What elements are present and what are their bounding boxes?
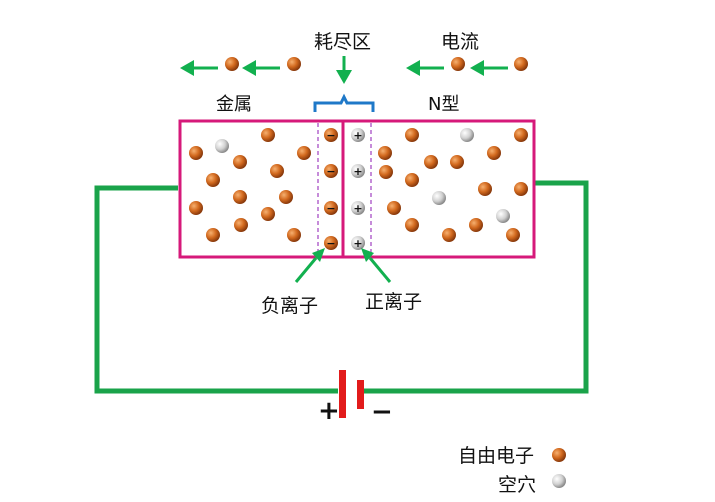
legend-free-electron-label: 自由电子 <box>458 445 534 467</box>
negative-ion <box>324 128 338 142</box>
electron-top-left-2 <box>287 57 301 71</box>
arrow-right-2-head <box>470 60 484 76</box>
electron <box>469 218 483 232</box>
depletion-arrow-head <box>336 70 352 84</box>
negative-ion-label: 负离子 <box>261 295 318 317</box>
electron <box>189 201 203 215</box>
left-current-arrows <box>180 60 280 76</box>
electron <box>424 155 438 169</box>
positive-ion-sign: + <box>353 237 362 250</box>
electron <box>379 165 393 179</box>
n-type-carriers <box>378 128 528 242</box>
legend-hole-label: 空穴 <box>498 474 536 496</box>
electron <box>270 164 284 178</box>
negative-ion <box>324 201 338 215</box>
right-current-arrows <box>406 60 508 76</box>
positive-ion <box>351 128 365 142</box>
electron <box>514 182 528 196</box>
negative-ion-sign: − <box>326 237 335 250</box>
n-type-label: N型 <box>428 94 459 115</box>
depletion-bracket <box>313 93 375 112</box>
battery-short-plate <box>357 380 364 409</box>
legend: 自由电子 空穴 <box>458 445 566 496</box>
electron <box>297 146 311 160</box>
battery-plus-label: + <box>318 396 340 426</box>
electron <box>405 128 419 142</box>
electron <box>206 228 220 242</box>
electron-top-right-1 <box>451 57 465 71</box>
electron <box>487 146 501 160</box>
positive-ion-sign: + <box>353 165 362 178</box>
electron <box>378 146 392 160</box>
electron <box>405 173 419 187</box>
positive-ion <box>351 201 365 215</box>
arrow-right-1-head <box>406 60 420 76</box>
electron <box>405 218 419 232</box>
positive-ion-label: 正离子 <box>365 291 422 313</box>
negative-ion <box>324 236 338 250</box>
electron-top-right-2 <box>514 57 528 71</box>
positive-ion-pointer-head <box>361 248 374 262</box>
hole <box>432 191 446 205</box>
battery-minus-label: − <box>371 397 393 427</box>
hole <box>460 128 474 142</box>
electron <box>261 207 275 221</box>
electron <box>233 155 247 169</box>
positive-ion <box>351 236 365 250</box>
negative-ions: − − − − <box>324 128 338 250</box>
electron <box>233 190 247 204</box>
negative-ion-pointer-shaft <box>294 257 318 283</box>
negative-ion-sign: − <box>326 165 335 178</box>
legend-electron-icon <box>552 448 566 462</box>
battery-long-plate <box>339 370 346 418</box>
metal-region <box>178 119 345 259</box>
positive-ion-sign: + <box>353 202 362 215</box>
electron <box>287 228 301 242</box>
electron <box>189 146 203 160</box>
arrow-left-2-head <box>242 60 256 76</box>
left-wire <box>94 185 338 394</box>
negative-ion-sign: − <box>326 129 335 142</box>
positive-ions: + + + + <box>351 128 365 250</box>
negative-ion-sign: − <box>326 202 335 215</box>
metal-carriers <box>189 128 311 242</box>
electron <box>234 218 248 232</box>
current-label: 电流 <box>441 31 479 53</box>
electron <box>478 182 492 196</box>
right-wire <box>362 180 589 394</box>
electron <box>279 190 293 204</box>
electron <box>442 228 456 242</box>
hole <box>496 209 510 223</box>
depletion-region-label: 耗尽区 <box>314 31 371 53</box>
negative-ion-pointer-head <box>312 248 325 262</box>
electron-top-left-1 <box>225 57 239 71</box>
metal-label: 金属 <box>216 94 252 115</box>
electron <box>261 128 275 142</box>
negative-ion <box>324 164 338 178</box>
hole <box>215 139 229 153</box>
legend-hole-icon <box>552 474 566 488</box>
positive-ion-sign: + <box>353 129 362 142</box>
electron <box>450 155 464 169</box>
n-type-region <box>341 119 536 259</box>
arrow-left-1-head <box>180 60 194 76</box>
electron <box>506 228 520 242</box>
electron <box>387 201 401 215</box>
electron <box>206 173 220 187</box>
positive-ion-pointer-shaft <box>368 257 392 283</box>
positive-ion <box>351 164 365 178</box>
electron <box>514 128 528 142</box>
